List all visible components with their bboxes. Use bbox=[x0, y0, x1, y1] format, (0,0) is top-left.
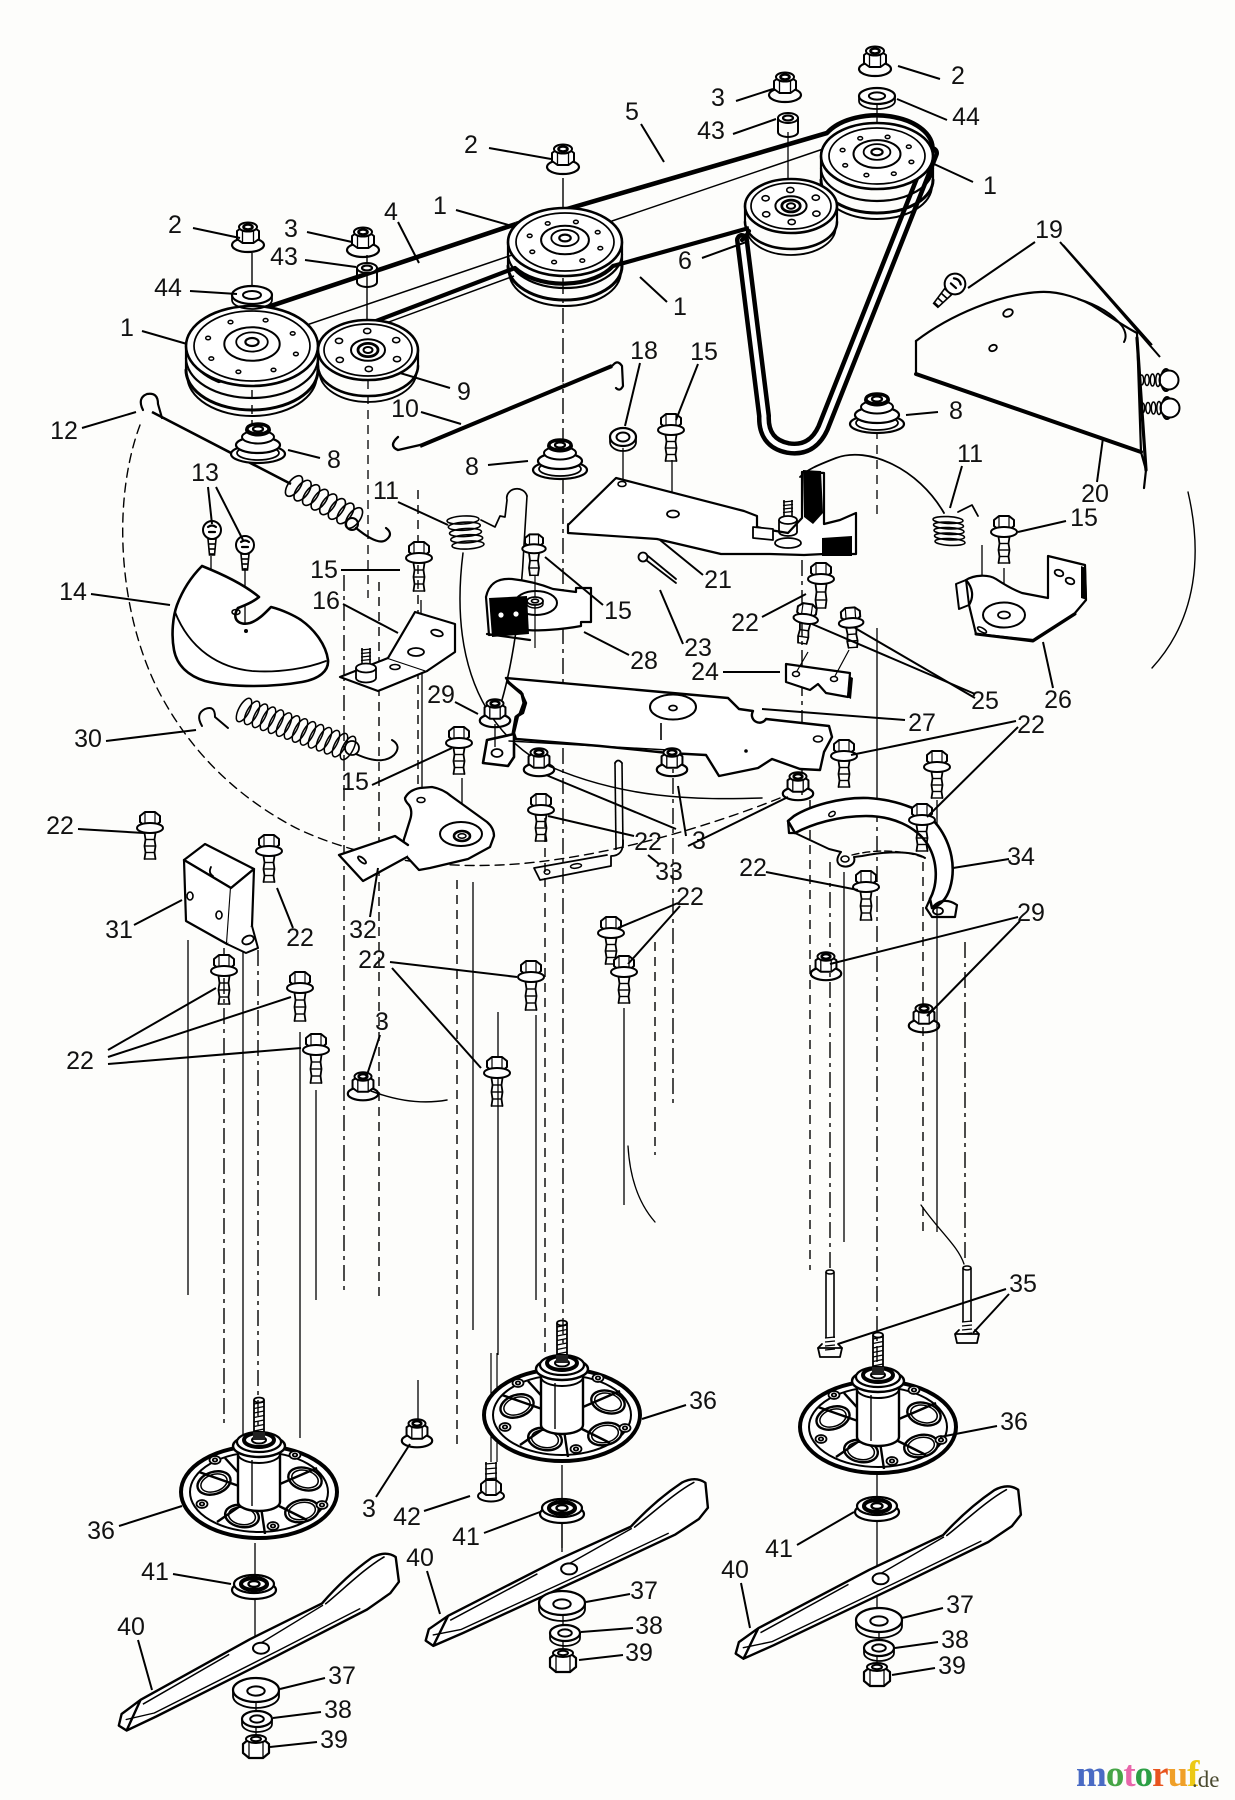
svg-text:3: 3 bbox=[284, 215, 298, 243]
svg-text:5: 5 bbox=[625, 98, 639, 126]
svg-text:29: 29 bbox=[427, 681, 455, 709]
svg-text:1: 1 bbox=[433, 192, 447, 220]
svg-text:25: 25 bbox=[971, 687, 999, 715]
svg-text:2: 2 bbox=[168, 211, 182, 239]
svg-text:34: 34 bbox=[1007, 843, 1035, 871]
svg-text:42: 42 bbox=[393, 1503, 421, 1531]
svg-text:18: 18 bbox=[630, 337, 658, 365]
svg-text:33: 33 bbox=[655, 858, 683, 886]
svg-text:16: 16 bbox=[312, 587, 340, 615]
svg-text:15: 15 bbox=[341, 768, 369, 796]
svg-text:10: 10 bbox=[391, 395, 419, 423]
svg-text:37: 37 bbox=[630, 1577, 658, 1605]
svg-text:22: 22 bbox=[286, 924, 314, 952]
svg-text:38: 38 bbox=[941, 1626, 969, 1654]
svg-text:30: 30 bbox=[74, 725, 102, 753]
svg-text:21: 21 bbox=[704, 566, 732, 594]
svg-text:22: 22 bbox=[46, 812, 74, 840]
svg-text:38: 38 bbox=[635, 1612, 663, 1640]
svg-text:3: 3 bbox=[362, 1495, 376, 1523]
svg-text:39: 39 bbox=[938, 1652, 966, 1680]
svg-text:39: 39 bbox=[625, 1639, 653, 1667]
svg-text:1: 1 bbox=[120, 314, 134, 342]
svg-text:6: 6 bbox=[678, 247, 692, 275]
svg-text:11: 11 bbox=[957, 440, 983, 468]
svg-text:41: 41 bbox=[765, 1535, 793, 1563]
svg-text:2: 2 bbox=[951, 62, 965, 90]
svg-text:41: 41 bbox=[141, 1558, 169, 1586]
svg-text:8: 8 bbox=[949, 397, 963, 425]
svg-text:14: 14 bbox=[59, 578, 87, 606]
svg-text:32: 32 bbox=[349, 916, 377, 944]
svg-text:15: 15 bbox=[690, 338, 718, 366]
svg-text:40: 40 bbox=[721, 1556, 749, 1584]
svg-text:15: 15 bbox=[604, 597, 632, 625]
svg-text:11: 11 bbox=[373, 477, 399, 505]
svg-text:22: 22 bbox=[358, 946, 386, 974]
svg-text:44: 44 bbox=[952, 103, 980, 131]
svg-text:3: 3 bbox=[711, 84, 725, 112]
svg-text:22: 22 bbox=[676, 883, 704, 911]
svg-text:22: 22 bbox=[739, 854, 767, 882]
svg-text:22: 22 bbox=[1017, 711, 1045, 739]
svg-text:27: 27 bbox=[908, 709, 936, 737]
svg-text:37: 37 bbox=[946, 1591, 974, 1619]
svg-text:13: 13 bbox=[191, 459, 219, 487]
svg-text:43: 43 bbox=[270, 243, 298, 271]
svg-text:12: 12 bbox=[50, 417, 78, 445]
svg-text:motoruf: motoruf bbox=[1076, 1754, 1200, 1795]
svg-text:37: 37 bbox=[328, 1662, 356, 1690]
svg-text:36: 36 bbox=[689, 1387, 717, 1415]
svg-text:15: 15 bbox=[310, 556, 338, 584]
svg-text:40: 40 bbox=[406, 1544, 434, 1572]
svg-text:26: 26 bbox=[1044, 686, 1072, 714]
svg-text:15: 15 bbox=[1070, 504, 1098, 532]
svg-text:31: 31 bbox=[105, 916, 133, 944]
svg-text:1: 1 bbox=[983, 172, 997, 200]
svg-text:22: 22 bbox=[66, 1047, 94, 1075]
svg-text:40: 40 bbox=[117, 1613, 145, 1641]
svg-text:2: 2 bbox=[464, 131, 478, 159]
svg-text:3: 3 bbox=[375, 1008, 389, 1036]
svg-text:19: 19 bbox=[1035, 216, 1063, 244]
svg-text:9: 9 bbox=[457, 378, 471, 406]
svg-text:22: 22 bbox=[731, 609, 759, 637]
svg-text:8: 8 bbox=[327, 446, 341, 474]
svg-text:23: 23 bbox=[684, 634, 712, 662]
svg-text:39: 39 bbox=[320, 1726, 348, 1754]
svg-text:8: 8 bbox=[465, 453, 479, 481]
svg-text:.de: .de bbox=[1192, 1767, 1219, 1792]
svg-text:20: 20 bbox=[1081, 480, 1109, 508]
svg-text:29: 29 bbox=[1017, 899, 1045, 927]
svg-text:22: 22 bbox=[634, 828, 662, 856]
svg-text:35: 35 bbox=[1009, 1270, 1037, 1298]
svg-text:43: 43 bbox=[697, 117, 725, 145]
svg-text:28: 28 bbox=[630, 647, 658, 675]
svg-text:1: 1 bbox=[673, 293, 687, 321]
svg-text:4: 4 bbox=[384, 198, 398, 226]
svg-text:36: 36 bbox=[87, 1517, 115, 1545]
svg-text:44: 44 bbox=[154, 274, 182, 302]
svg-text:36: 36 bbox=[1000, 1408, 1028, 1436]
svg-text:41: 41 bbox=[452, 1523, 480, 1551]
svg-text:38: 38 bbox=[324, 1696, 352, 1724]
svg-text:24: 24 bbox=[691, 658, 719, 686]
